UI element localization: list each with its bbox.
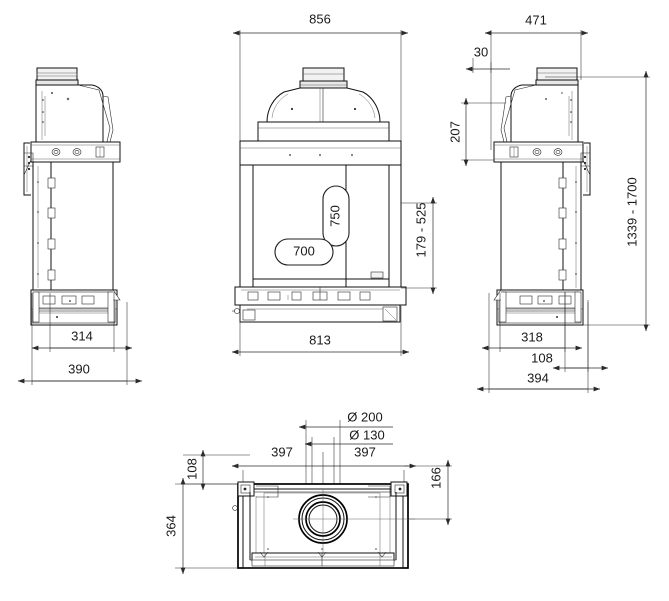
left-flue-collar (35, 67, 79, 86)
dim-front-opening-width: 700 (293, 243, 315, 258)
left-side-view: 314 390 (17, 67, 143, 385)
front-hood (266, 87, 381, 123)
left-flange-plate (30, 141, 121, 163)
dim-plan-flue-outer-dia: Ø 200 (347, 409, 382, 424)
dim-right-30: 30 (465, 44, 510, 73)
dim-left-390: 390 (17, 293, 143, 385)
front-view: 856 (231, 11, 437, 356)
front-body (239, 164, 402, 288)
dim-front-813: 813 (231, 306, 410, 356)
dim-plan-right-half-width: 397 (354, 444, 376, 459)
dim-plan-397-pair: 397 397 (231, 444, 417, 502)
dim-right-offset-front: 30 (474, 44, 488, 59)
dim-right-rear-offset: 108 (531, 350, 553, 365)
dim-front-height-range: 179 - 525 (413, 203, 428, 258)
left-rear-bracket (23, 142, 34, 196)
dim-front-856: 856 (232, 11, 409, 145)
label-bubble-700: 700 (274, 238, 334, 266)
dim-front-base-width: 813 (309, 332, 331, 347)
dim-right-207: 207 (447, 97, 506, 167)
dim-plan-right-offset: 166 (428, 467, 443, 489)
right-body-clips (558, 166, 577, 288)
dim-plan-364: 364 (163, 477, 240, 575)
right-rear-bracket (580, 142, 591, 196)
right-hood (500, 84, 579, 143)
dim-right-394: 394 (476, 293, 601, 393)
dim-front-opening-height: 750 (327, 205, 342, 227)
label-bubble-750: 750 (322, 185, 350, 247)
dim-plan-left-half-width: 397 (271, 444, 293, 459)
dim-right-471: 471 (484, 12, 589, 150)
dim-right-318: 318 (481, 292, 583, 352)
plan-flue-circles (293, 489, 415, 553)
right-base (493, 289, 584, 326)
dim-left-inner-depth: 314 (71, 328, 93, 343)
left-hood (35, 84, 114, 143)
right-flue-collar (535, 67, 579, 86)
left-body-clips (37, 166, 56, 288)
front-plinth-bands (239, 121, 402, 166)
plan-body (232, 481, 415, 569)
dim-right-base-depth: 394 (527, 370, 549, 385)
dim-front-179-525: 179 - 525 (401, 196, 437, 295)
dim-plan-166: 166 (404, 459, 452, 526)
front-base (232, 286, 407, 323)
dim-front-overall-width: 856 (309, 11, 331, 26)
dim-right-hood-height: 207 (447, 121, 462, 143)
dim-right-body-depth: 318 (521, 329, 543, 344)
dim-right-total-height: 1339 - 1700 (545, 70, 650, 332)
left-base (30, 289, 121, 326)
dim-plan-front-offset: 108 (184, 458, 199, 480)
dim-left-outer-depth: 390 (68, 361, 90, 376)
right-flange-plate (493, 141, 584, 163)
left-body (32, 161, 114, 291)
front-flue-collar (299, 67, 348, 89)
right-body (500, 161, 582, 291)
dim-left-314: 314 (31, 292, 133, 352)
right-side-view: 471 30 207 (447, 12, 650, 393)
dim-plan-flue-inner-dia: Ø 130 (349, 427, 384, 442)
dim-right-total-height-range: 1339 - 1700 (624, 177, 639, 246)
bottom-plan-view: Ø 200 Ø 130 397 397 108 (163, 409, 452, 575)
dim-right-overall-depth: 471 (525, 12, 547, 27)
dim-plan-depth: 364 (163, 515, 178, 537)
